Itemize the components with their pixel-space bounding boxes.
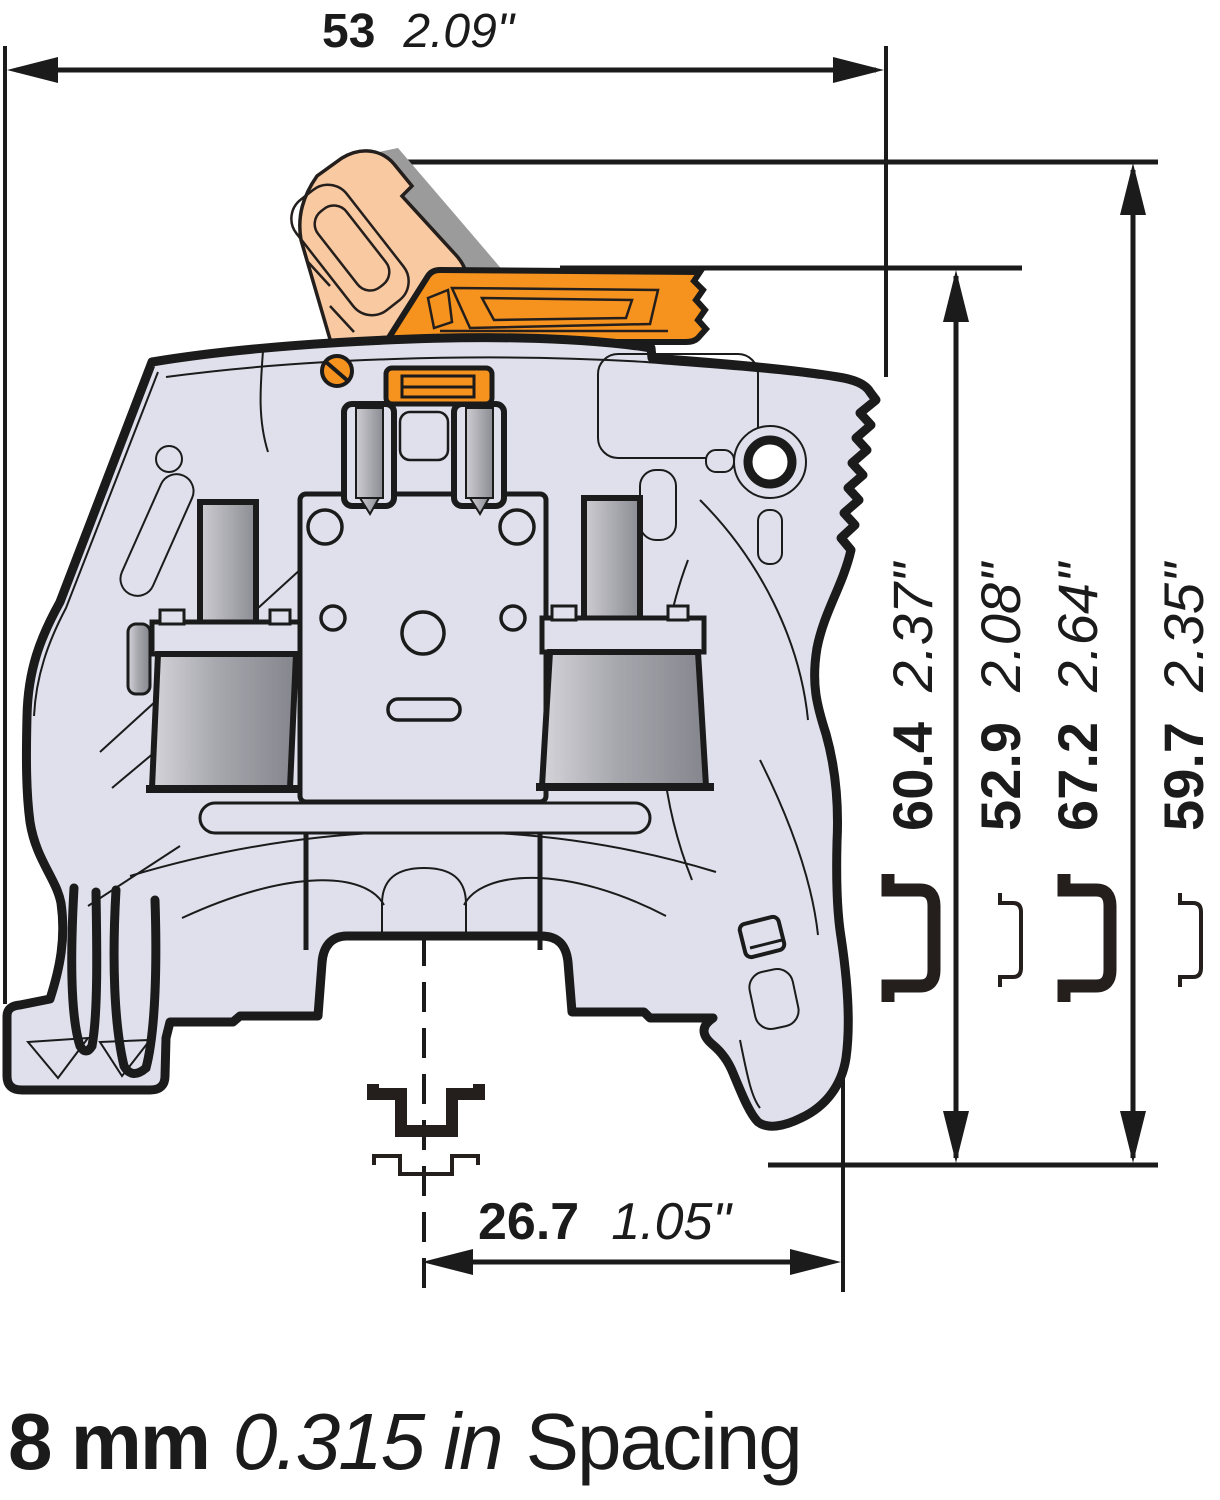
rail-reference-thin-icon (1178, 893, 1203, 987)
rail-reference-thin-icon (998, 893, 1023, 987)
height-mm-value: 59.7 (1152, 721, 1215, 831)
offset-mm-value: 26.7 (478, 1193, 580, 1251)
caption-imperial: 0.315 in (232, 1397, 504, 1486)
height-inch-value: 2.37" (881, 563, 944, 692)
arrow-up-icon (943, 270, 969, 322)
open-lever-detail (290, 183, 410, 333)
mounting-hole (705, 425, 807, 565)
tag-holder (383, 365, 495, 407)
rail-reference-thick-icon (881, 874, 941, 1002)
height-dimension-3: 67.2 2.64" (1045, 527, 1109, 867)
height-mm-value: 60.4 (881, 721, 944, 831)
overall-width-dimension: 53 2.09" (322, 4, 514, 59)
width-mm-value: 53 (322, 5, 376, 58)
test-sockets (341, 401, 507, 516)
height-dimension-4: 59.7 2.35" (1151, 527, 1215, 867)
caption-metric: 8 mm (8, 1397, 211, 1486)
height-mm-value: 52.9 (969, 721, 1032, 831)
arrow-right-icon (833, 57, 884, 83)
marker-flag (737, 914, 787, 960)
arrow-left-icon (422, 1249, 473, 1275)
offset-inch-value: 1.05" (611, 1193, 731, 1251)
wire-clamp-left (126, 499, 303, 793)
width-inch-value: 2.09" (403, 5, 514, 58)
height-dimension-1: 60.4 2.37" (880, 527, 944, 867)
din-rail-profile-thin-icon (372, 1154, 480, 1176)
dimension-arrowheads (7, 57, 1146, 1275)
wire-clamp-right (536, 495, 714, 791)
height-inch-value: 2.64" (1046, 563, 1109, 692)
rail-center-offset-dimension: 26.7 1.05" (478, 1192, 731, 1252)
arrow-right-icon (790, 1249, 841, 1275)
arrow-up-icon (1120, 163, 1146, 215)
arrow-down-icon (943, 1111, 969, 1163)
arrow-down-icon (1120, 1111, 1146, 1163)
height-dimension-2: 52.9 2.08" (968, 527, 1032, 867)
height-inch-value: 2.35" (1152, 563, 1215, 692)
spacing-caption: 8 mm 0.315 in Spacing (8, 1396, 803, 1488)
din-rail-profile-thick-icon (367, 1084, 485, 1137)
closed-lever-detail (426, 286, 668, 333)
clamp-screw (320, 354, 354, 388)
height-mm-value: 67.2 (1046, 721, 1109, 831)
center-module-detail (198, 410, 652, 950)
height-inch-value: 2.08" (969, 563, 1032, 692)
latch-slots (67, 883, 161, 1078)
rail-reference-thick-icon (1057, 874, 1117, 1002)
caption-suffix: Spacing (525, 1397, 803, 1486)
arrow-left-icon (7, 57, 58, 83)
dimension-lines (3, 46, 1158, 1300)
